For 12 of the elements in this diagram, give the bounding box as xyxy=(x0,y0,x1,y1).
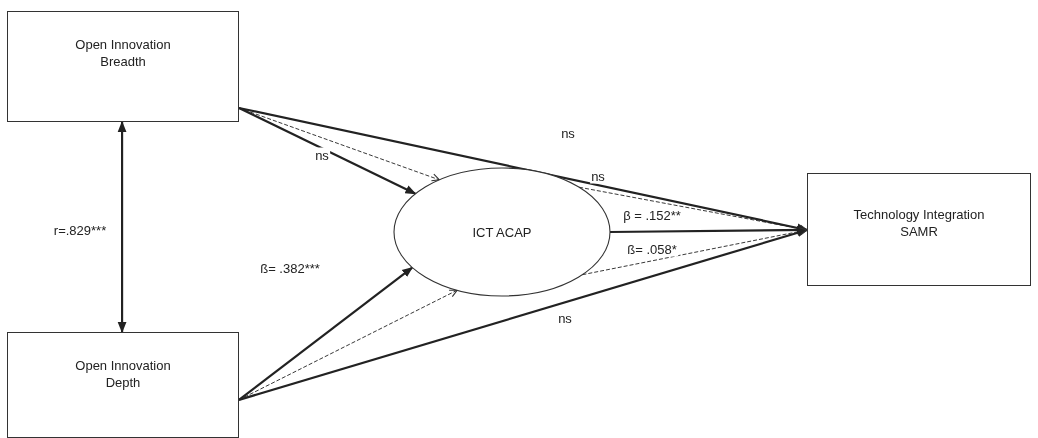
node-label: Open Innovation Depth xyxy=(74,357,172,391)
variable-box xyxy=(807,173,1031,286)
node-label: ICT ACAP xyxy=(472,223,532,241)
arrow xyxy=(117,120,127,334)
node-label: Technology Integration SAMR xyxy=(852,205,986,240)
edge-label: ns xyxy=(314,147,330,163)
variable-box xyxy=(7,332,239,438)
node-label: Open Innovation Breadth xyxy=(74,35,172,70)
latent-variable-ellipse xyxy=(394,168,610,296)
arrow xyxy=(238,266,414,401)
arrow xyxy=(238,107,417,195)
variable-box xyxy=(7,11,239,122)
